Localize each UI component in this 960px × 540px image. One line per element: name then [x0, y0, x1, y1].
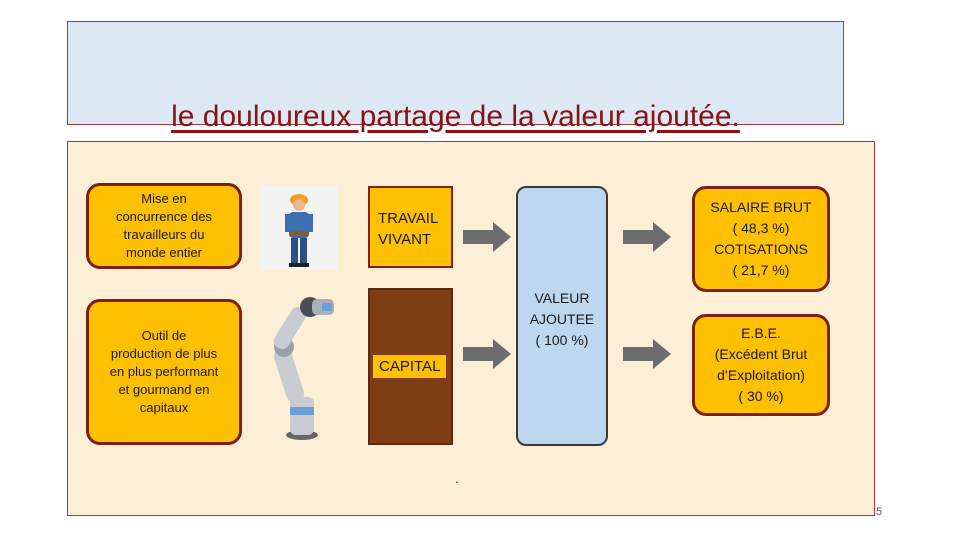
valeur-ajoutee-box	[516, 186, 608, 446]
ebe-box: E.B.E. (Excédent Brut d’Exploitation) ( …	[692, 314, 830, 416]
robot-arm-image	[262, 285, 342, 443]
competition-box: Mise en concurrence des travailleurs du …	[86, 183, 242, 269]
valeur-ajoutee-label: VALEUR AJOUTEE ( 100 %)	[529, 290, 595, 348]
salaire-box: SALAIRE BRUT ( 48,3 %) COTISATIONS ( 21,…	[692, 186, 830, 292]
stray-dot: .	[455, 470, 459, 486]
arrow-capital-icon	[463, 339, 511, 369]
page-number: 5	[876, 506, 883, 518]
slide-title: le douloureux partage de la valeur ajout…	[171, 100, 740, 133]
arrow-travail-icon	[463, 222, 511, 252]
arrow-salaire-icon	[623, 222, 671, 252]
title-banner: le douloureux partage de la valeur ajout…	[67, 21, 844, 133]
worker-image	[260, 186, 338, 270]
arrow-ebe-icon	[623, 339, 671, 369]
travail-vivant-box: TRAVAIL VIVANT	[368, 186, 453, 268]
capital-label: CAPITAL	[373, 355, 447, 378]
production-tool-box: Outil de production de plus en plus perf…	[86, 299, 242, 445]
